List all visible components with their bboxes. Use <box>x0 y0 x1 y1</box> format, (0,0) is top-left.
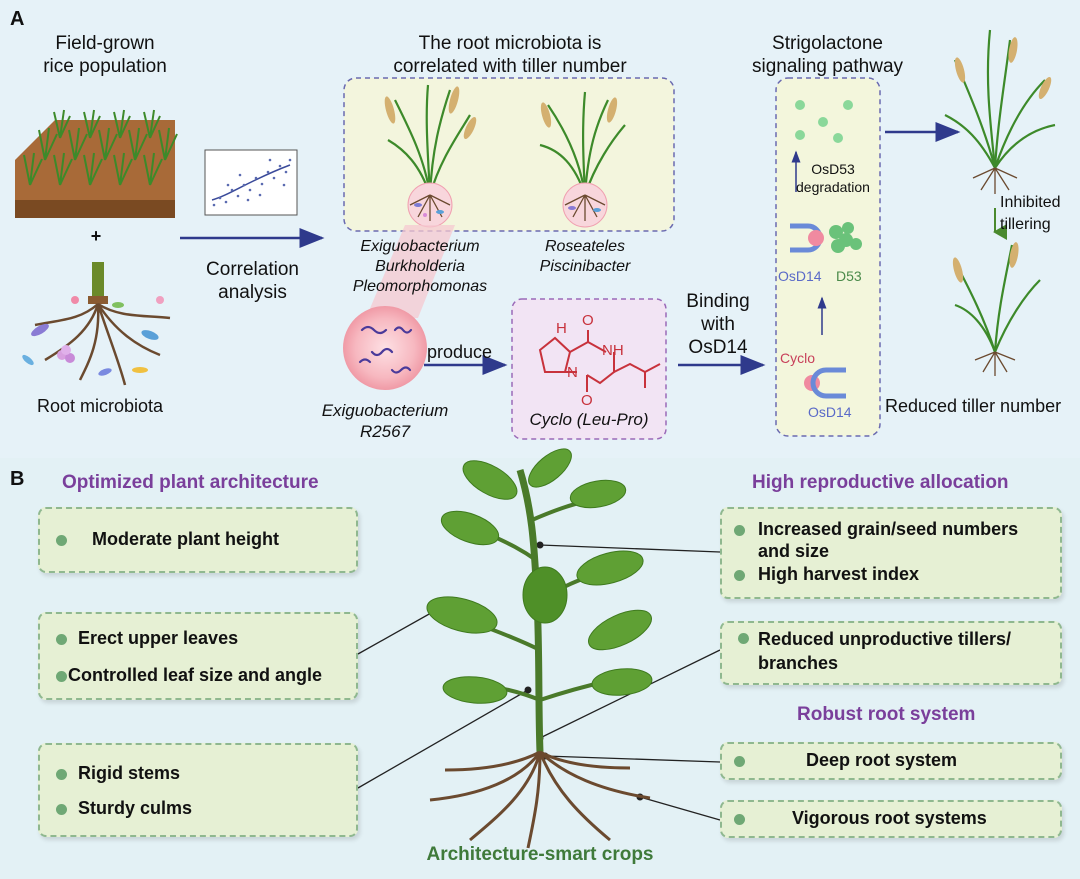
osd14-top-label: OsD14 <box>778 268 822 284</box>
degradation-label: OsD53 degradation <box>796 161 870 195</box>
bullet-dot <box>734 570 745 581</box>
plus-sign: + <box>90 226 102 246</box>
osd14-cyclo-complex <box>804 367 846 399</box>
item-sturdy-culms: Sturdy culms <box>78 798 193 818</box>
rice-plant-bottom-right <box>952 242 1041 376</box>
bullet-dot <box>738 633 749 644</box>
atom-o-bottom: O <box>581 392 593 409</box>
box-tillers: Reduced unproductive tillers/ branches <box>720 621 1062 685</box>
item-deep-root: Deep root system <box>806 750 958 770</box>
item-branches: branches <box>758 653 839 673</box>
correlation-label: Correlation analysis <box>206 259 299 303</box>
genera-right: Roseateles Piscinibacter <box>539 238 631 275</box>
rice-plant-top-right <box>944 29 1056 194</box>
zoom-cone <box>366 225 455 318</box>
root-microbiota-illustration <box>22 262 171 386</box>
bullet-dot <box>56 671 67 682</box>
bacteria-icons <box>358 325 413 374</box>
item-grain-numbers: Increased grain/seed numbers <box>758 519 1019 539</box>
d53-label: D53 <box>836 268 862 284</box>
degraded-fragments <box>795 100 853 143</box>
panel-b-label: B <box>10 468 25 490</box>
molecule-box <box>511 298 667 440</box>
caption: Architecture-smart crops <box>426 844 654 865</box>
item-vigorous-root: Vigorous root systems <box>792 808 987 828</box>
genera-left: Exiguobacterium Burkholderia Pleomorphom… <box>352 238 488 295</box>
box-plant-height: Moderate plant height <box>38 507 358 573</box>
inhibited-label: Inhibited tillering <box>1000 194 1061 233</box>
osd14-d53-complex <box>790 222 862 253</box>
bullet-dot <box>56 535 67 546</box>
osd14-bottom-label: OsD14 <box>808 404 852 420</box>
rice-plant-left <box>384 84 477 228</box>
field-title: Field-grown rice population <box>43 33 167 77</box>
bullet-dot <box>56 804 67 815</box>
scatter-plot-thumbnail <box>204 149 298 216</box>
box-vigorous-root: Vigorous root systems <box>720 800 1062 838</box>
architecture-plant-illustration <box>426 448 653 753</box>
strain-label: Exiguobacterium R2567 <box>321 401 449 441</box>
rice-plant-right <box>539 91 626 228</box>
root-microbiota-label: Root microbiota <box>36 396 164 416</box>
left-heading: Optimized plant architecture <box>62 472 319 493</box>
box-reproductive: Increased grain/seed numbers and size Hi… <box>720 507 1062 599</box>
produce-label: produce <box>427 342 493 362</box>
bullet-dot <box>734 525 745 536</box>
reduced-tiller-label: Reduced tiller number <box>885 396 1062 416</box>
item-rigid-stems: Rigid stems <box>78 763 181 783</box>
right-heading-root: Robust root system <box>797 704 976 725</box>
right-heading-reproductive: High reproductive allocation <box>752 472 1009 493</box>
item-leaf-size: Controlled leaf size and angle <box>68 665 323 685</box>
bullet-dot <box>56 769 67 780</box>
item-moderate-height: Moderate plant height <box>92 529 280 549</box>
panel-a-graphics <box>15 29 1056 440</box>
bacteria-circle <box>343 306 427 390</box>
atom-nh: NH <box>602 342 624 359</box>
molecule-name: Cyclo (Leu-Pro) <box>529 410 649 429</box>
binding-label: Binding with OsD14 <box>686 291 750 358</box>
panel-a-label: A <box>10 8 25 30</box>
cyclo-label: Cyclo <box>780 350 816 366</box>
box-stems: Rigid stems Sturdy culms <box>38 743 358 837</box>
atom-n: N <box>567 364 578 381</box>
box-deep-root: Deep root system <box>720 742 1062 780</box>
root-system-illustration <box>429 750 651 849</box>
item-grain-size: and size <box>758 541 830 561</box>
rice-field-illustration <box>15 109 178 218</box>
atom-h: H <box>556 320 567 337</box>
item-erect-leaves: Erect upper leaves <box>78 628 239 648</box>
bullet-dot <box>56 634 67 645</box>
box-leaves: Erect upper leaves Controlled leaf size … <box>38 612 358 700</box>
pathway-title: Strigolactone signaling pathway <box>751 33 904 77</box>
bullet-dot <box>734 814 745 825</box>
pathway-box <box>775 77 881 437</box>
atom-o-top: O <box>582 312 594 329</box>
bullet-dot <box>734 756 745 767</box>
microbiota-title: The root microbiota is correlated with t… <box>393 33 627 77</box>
item-harvest-index: High harvest index <box>758 564 920 584</box>
item-reduced-tillers: Reduced unproductive tillers/ <box>758 629 1012 649</box>
molecule-structure <box>538 330 661 392</box>
